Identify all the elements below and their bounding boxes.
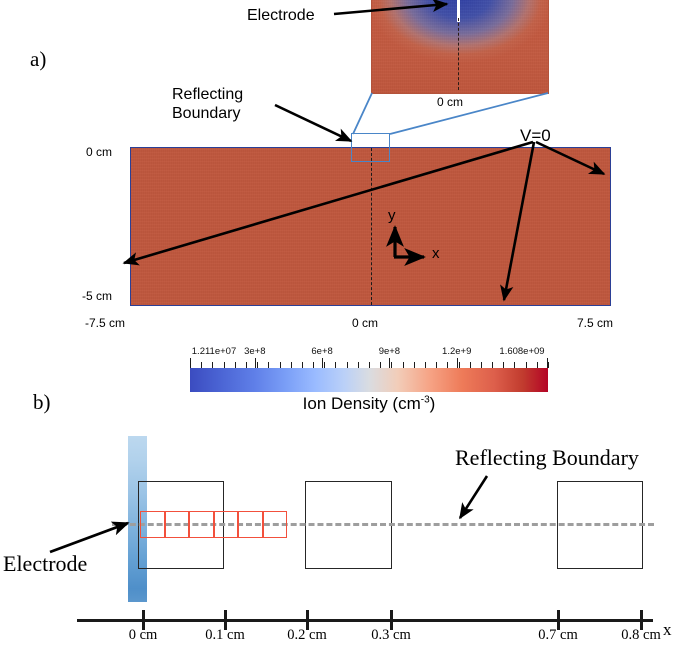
- colorbar-minor-tick: [279, 362, 281, 368]
- axis-tick: [306, 610, 309, 630]
- inset-center-dashed-line: [458, 18, 459, 90]
- colorbar-minor-tick: [290, 362, 292, 368]
- colorbar-gradient: [190, 368, 548, 392]
- v-equals-zero-label: V=0: [520, 126, 551, 145]
- inset-noise-overlay: [372, 0, 548, 93]
- colorbar-minor-tick: [324, 362, 326, 368]
- colorbar-minor-tick: [536, 362, 538, 368]
- inset-center-label: 0 cm: [437, 95, 464, 109]
- y-axis-top-label: 0 cm: [86, 145, 113, 159]
- colorbar-tick-label: 6e+8: [311, 346, 333, 357]
- main-center-dashed-line: [371, 148, 372, 305]
- colorbar-major-tick: [190, 358, 191, 368]
- reflecting-boundary-label-panel-b: Reflecting Boundary: [455, 445, 639, 470]
- electrode-label-panel-a: Electrode: [247, 7, 315, 24]
- colorbar-minor-tick: [301, 362, 303, 368]
- y-axis-bottom-label: -5 cm: [82, 289, 112, 303]
- x-axis-center-label: 0 cm: [352, 316, 379, 330]
- colorbar-minor-tick: [503, 362, 505, 368]
- reflecting-boundary-arrow-panel-a: [274, 103, 353, 143]
- colorbar-tick-marks: 1.211e+07 3e+8 6e+8 9e+8 1.2e+9 1.608e+09: [190, 346, 549, 368]
- x-axis-line-panel-b: [77, 619, 653, 622]
- colorbar-minor-tick: [268, 362, 270, 368]
- grid-cell: [238, 511, 263, 538]
- colorbar-tick-label: 1.608e+09: [499, 346, 545, 357]
- grid-cell: [213, 511, 238, 538]
- grid-cell: [262, 511, 287, 538]
- inset-heatmap: [372, 0, 548, 93]
- colorbar-major-tick: [389, 358, 391, 368]
- colorbar-minor-tick: [402, 362, 404, 368]
- electrode-bar-panel-b: [128, 436, 147, 602]
- colorbar-minor-tick: [514, 362, 516, 368]
- colorbar-minor-tick: [223, 362, 225, 368]
- colorbar-minor-tick: [525, 362, 527, 368]
- axis-tick: [224, 610, 227, 630]
- electrode-arrow-panel-b: [49, 521, 130, 554]
- colorbar-minor-tick: [436, 362, 438, 368]
- axis-tick-label: 0.2 cm: [287, 627, 327, 643]
- grid-cell: [140, 511, 165, 538]
- colorbar-minor-tick: [458, 362, 460, 368]
- colorbar-minor-tick: [245, 362, 247, 368]
- reflecting-boundary-arrow-panel-b: [458, 475, 489, 520]
- reflecting-boundary-label-line2: Boundary: [172, 105, 241, 122]
- grid-cell: [164, 511, 189, 538]
- reflecting-boundary-label-panel-a: Reflecting Boundary: [172, 85, 243, 123]
- colorbar-minor-tick: [492, 362, 494, 368]
- colorbar-minor-tick: [424, 362, 426, 368]
- symmetry-dashed-line-panel-b: [112, 523, 654, 526]
- colorbar-major-tick: [322, 358, 324, 368]
- colorbar-minor-tick: [380, 362, 382, 368]
- colorbar-minor-tick: [469, 362, 471, 368]
- axis-tick-label: 0 cm: [128, 627, 158, 643]
- colorbar-tick-label: 3e+8: [244, 346, 266, 357]
- zoom-callout-box: [351, 133, 390, 162]
- panel-b-letter: b): [33, 390, 51, 414]
- x-axis-letter-panel-b: x: [663, 620, 672, 639]
- y-axis-letter-panel-a: y: [388, 207, 396, 224]
- x-axis-left-label: -7.5 cm: [85, 316, 126, 330]
- axis-tick-label: 0.8 cm: [621, 627, 661, 643]
- colorbar-minor-tick: [234, 362, 236, 368]
- axis-tick-label: 0.1 cm: [205, 627, 245, 643]
- panel-a-letter: a): [30, 47, 47, 71]
- colorbar-tick-label: 9e+8: [378, 346, 401, 357]
- axis-tick: [142, 610, 145, 630]
- colorbar-tick-label: 1.2e+9: [442, 346, 472, 357]
- axis-tick: [640, 610, 643, 630]
- colorbar-minor-tick: [257, 362, 259, 368]
- colorbar-minor-tick: [391, 362, 393, 368]
- colorbar-minor-tick: [413, 362, 415, 368]
- axis-tick-label: 0.3 cm: [371, 627, 411, 643]
- x-axis-right-label: 7.5 cm: [577, 316, 614, 330]
- colorbar-minor-tick: [447, 362, 449, 368]
- colorbar-major-tick: [254, 358, 256, 368]
- reflecting-boundary-label-line1: Reflecting: [172, 86, 244, 103]
- axis-tick-label: 0.7 cm: [538, 627, 578, 643]
- colorbar-major-tick: [456, 358, 458, 368]
- axis-tick: [390, 610, 393, 630]
- colorbar-title-text: Ion Density (cm: [302, 394, 421, 413]
- colorbar-minor-tick: [335, 362, 337, 368]
- callout-connector-left: [352, 92, 373, 135]
- inset-electrode-strip: [457, 0, 460, 22]
- colorbar-title: Ion Density (cm-3): [190, 394, 548, 414]
- electrode-label-panel-b: Electrode: [3, 551, 88, 576]
- colorbar-minor-tick: [369, 362, 370, 368]
- colorbar-minor-tick: [313, 362, 315, 368]
- colorbar-minor-tick: [480, 362, 482, 368]
- colorbar-minor-tick: [357, 362, 359, 368]
- grid-cell: [189, 511, 214, 538]
- colorbar-minor-tick: [212, 362, 214, 368]
- x-axis-letter-panel-a: x: [432, 245, 440, 262]
- colorbar-minor-tick: [201, 362, 203, 368]
- colorbar-title-close: ): [429, 394, 436, 413]
- colorbar-title-exponent: -3: [420, 394, 430, 406]
- colorbar-minor-tick: [548, 362, 549, 368]
- colorbar-tick-label: 1.211e+07: [191, 346, 237, 357]
- colorbar-major-tick: [547, 358, 548, 368]
- axis-tick: [557, 610, 560, 630]
- colorbar-minor-tick: [346, 362, 348, 368]
